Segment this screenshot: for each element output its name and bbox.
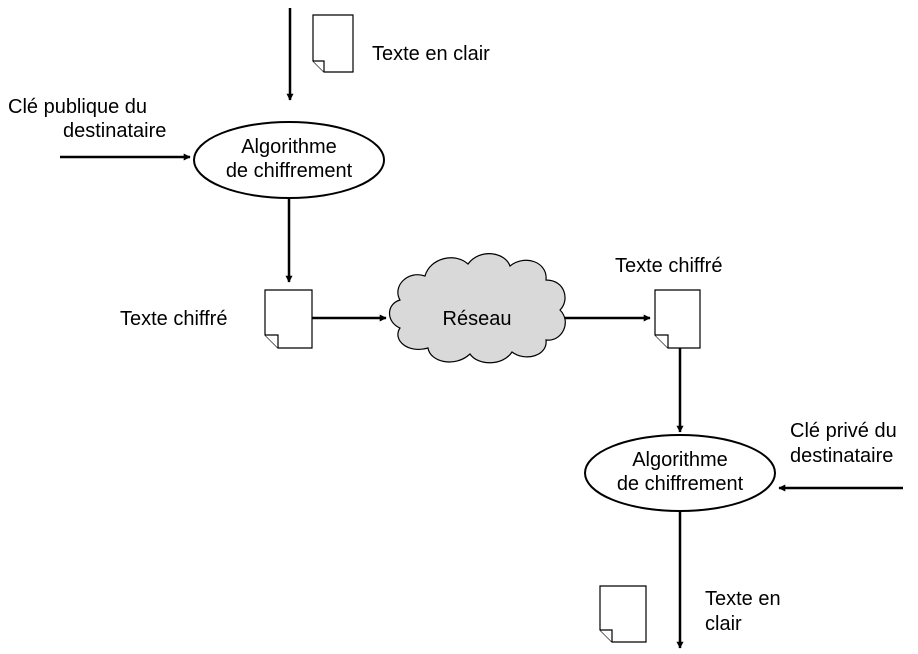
- ciphertext-right-label: Texte chiffré: [615, 255, 722, 277]
- decryption-node-label-line2: de chiffrement: [617, 473, 744, 495]
- ciphertext-left-label: Texte chiffré: [120, 308, 227, 330]
- plaintext-bottom-label-line2: clair: [705, 613, 742, 635]
- sender-key-label-line1: Clé publique du: [8, 96, 147, 118]
- network-cloud-icon: [388, 253, 566, 364]
- receiver-key-label-line2: destinataire: [790, 445, 893, 467]
- ciphertext-document-icon-left: [264, 289, 313, 349]
- plaintext-document-icon-top: [312, 14, 354, 73]
- plaintext-bottom-label-line1: Texte en: [705, 588, 781, 610]
- receiver-key-label-line1: Clé privé du: [790, 420, 897, 442]
- decryption-node-label-line1: Algorithme: [632, 449, 728, 471]
- plaintext-top-label: Texte en clair: [372, 43, 490, 65]
- encryption-node-label-line1: Algorithme: [241, 136, 337, 158]
- sender-key-label-line2: destinataire: [63, 120, 166, 142]
- encryption-node-label-line2: de chiffrement: [226, 160, 353, 182]
- plaintext-document-icon-bottom: [599, 585, 647, 643]
- network-label: Réseau: [443, 308, 512, 330]
- ciphertext-document-icon-right: [654, 289, 701, 349]
